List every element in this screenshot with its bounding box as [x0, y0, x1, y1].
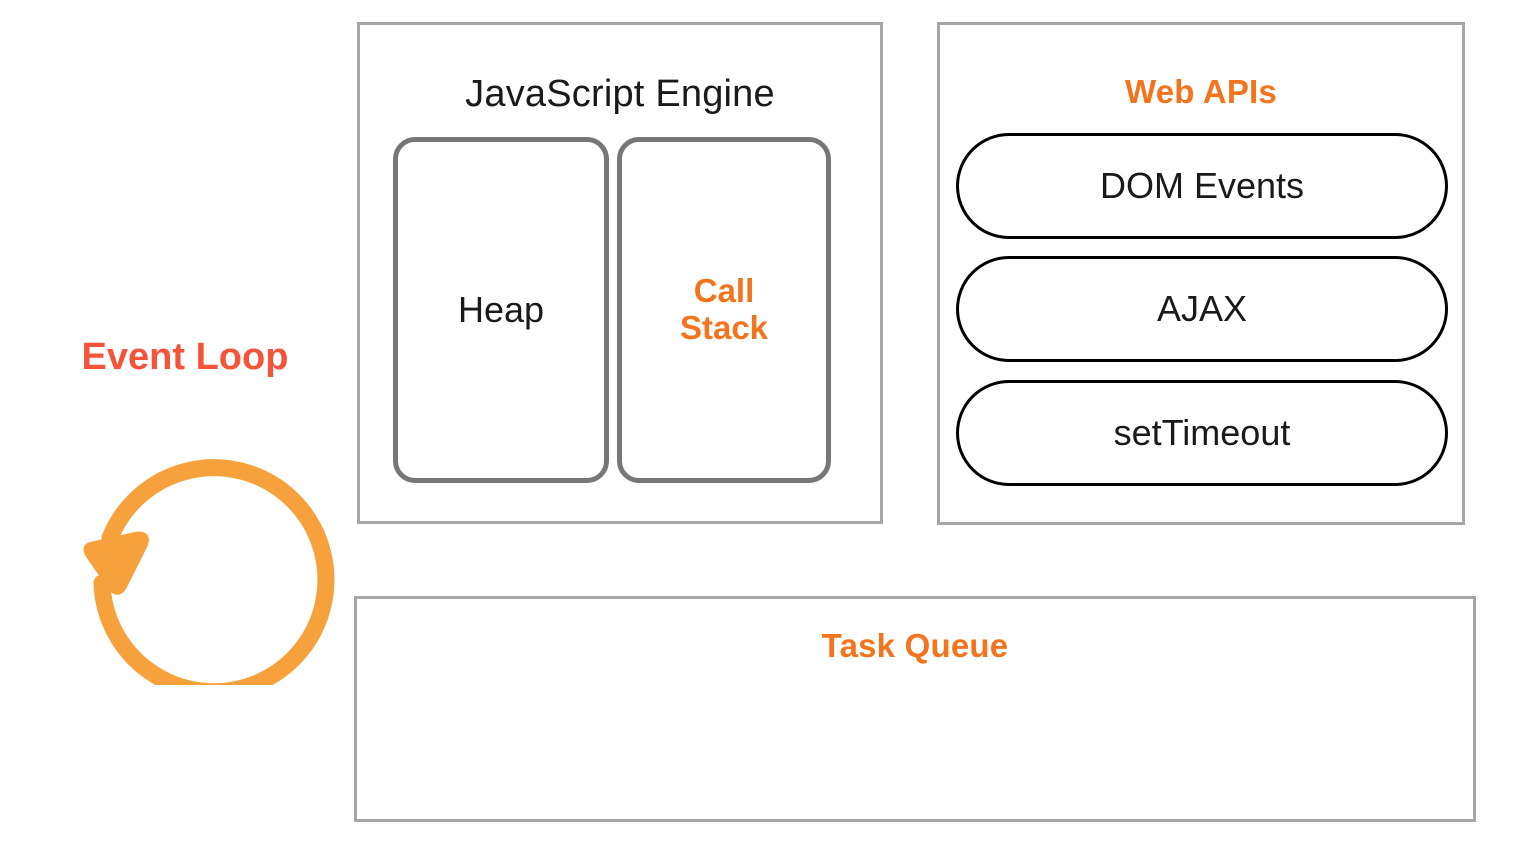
task-queue-title: Task Queue	[821, 627, 1009, 664]
javascript-engine-title: JavaScript Engine	[465, 73, 775, 115]
circular-arrow-icon	[83, 459, 335, 685]
heap-label: Heap	[457, 289, 545, 331]
web-api-pill-ajax[interactable]: AJAX	[956, 256, 1448, 362]
web-api-label: AJAX	[1156, 288, 1248, 329]
javascript-engine-container: JavaScript Engine Heap Call Stack	[357, 22, 883, 524]
event-loop-label: Event Loop	[81, 336, 289, 378]
web-api-pill-settimeout[interactable]: setTimeout	[956, 380, 1448, 486]
web-api-label: setTimeout	[1113, 412, 1291, 453]
web-api-pill-dom-events[interactable]: DOM Events	[956, 133, 1448, 239]
call-stack-box[interactable]: Call Stack	[617, 137, 831, 483]
call-stack-label: Call Stack	[679, 272, 769, 347]
call-stack-label-line2: Stack	[679, 309, 769, 346]
heap-box[interactable]: Heap	[393, 137, 609, 483]
call-stack-label-line1: Call	[693, 272, 755, 310]
web-api-label: DOM Events	[1099, 165, 1305, 206]
event-loop-group: Event Loop	[40, 330, 350, 700]
task-queue-container[interactable]: Task Queue	[354, 596, 1476, 822]
web-apis-container: Web APIs DOM Events AJAX setTimeout	[937, 22, 1465, 525]
web-apis-title: Web APIs	[1125, 73, 1277, 110]
